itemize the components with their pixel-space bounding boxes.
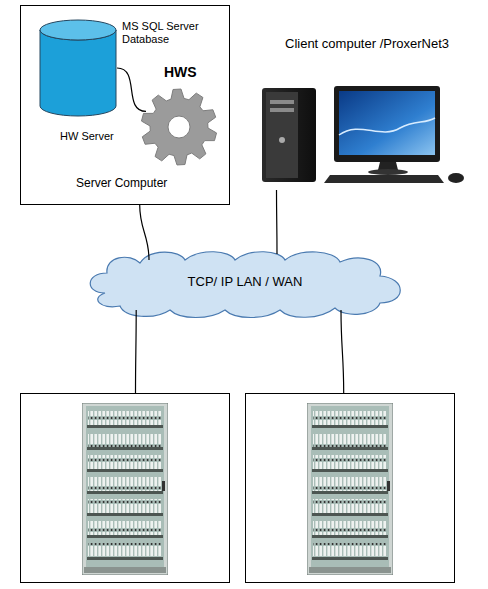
server-computer-box: Server ComputerMS SQL Server DatabaseHWS…: [20, 5, 230, 205]
server-gear-shape: [141, 89, 216, 165]
illustration-part: [334, 86, 440, 162]
network-cloud-shape: [90, 252, 400, 318]
server-gear: HWSHW Server: [140, 88, 218, 166]
illustration-part: [368, 169, 408, 175]
computer-illustration: [262, 86, 464, 183]
illustration-part: [270, 108, 294, 112]
network-cloud: TCP/ IP LAN / WAN: [85, 248, 405, 318]
illustration-part: [266, 92, 298, 178]
illustration-part: [262, 88, 316, 182]
database-label: MS SQL Server Database: [122, 20, 202, 46]
connector-line: [135, 310, 137, 393]
connector-line: [117, 68, 146, 111]
key-cabinet-box: [245, 393, 455, 583]
key-cabinet: [307, 403, 393, 575]
illustration-part: [448, 173, 464, 183]
gear-label: HW Server: [60, 130, 138, 143]
connector-line: [140, 205, 149, 260]
database-cylinder-shape: [40, 20, 116, 40]
server-gear-shape: [168, 116, 190, 138]
gear-title: HWS: [164, 64, 224, 81]
connector-line: [341, 310, 344, 393]
key-cabinet: [82, 403, 168, 575]
database-cylinder: MS SQL Server Database: [38, 18, 118, 118]
connector-line: [276, 190, 278, 254]
server-gear-shape: [140, 88, 218, 166]
client-label: Client computer /ProxerNet3: [285, 36, 470, 52]
illustration-part: [339, 118, 435, 135]
database-cylinder-shape: [40, 30, 116, 116]
key-cabinet-box: [20, 393, 230, 583]
client-computer: Client computer /ProxerNet3: [255, 30, 470, 190]
illustration-part: [339, 91, 435, 155]
box-title: Server Computer: [76, 176, 226, 190]
illustration-part: [270, 100, 294, 104]
illustration-part: [324, 175, 444, 183]
illustration-part: [378, 162, 398, 170]
database-cylinder-shape: [38, 18, 118, 118]
network-label: TCP/ IP LAN / WAN: [125, 274, 365, 290]
illustration-part: [279, 137, 285, 143]
